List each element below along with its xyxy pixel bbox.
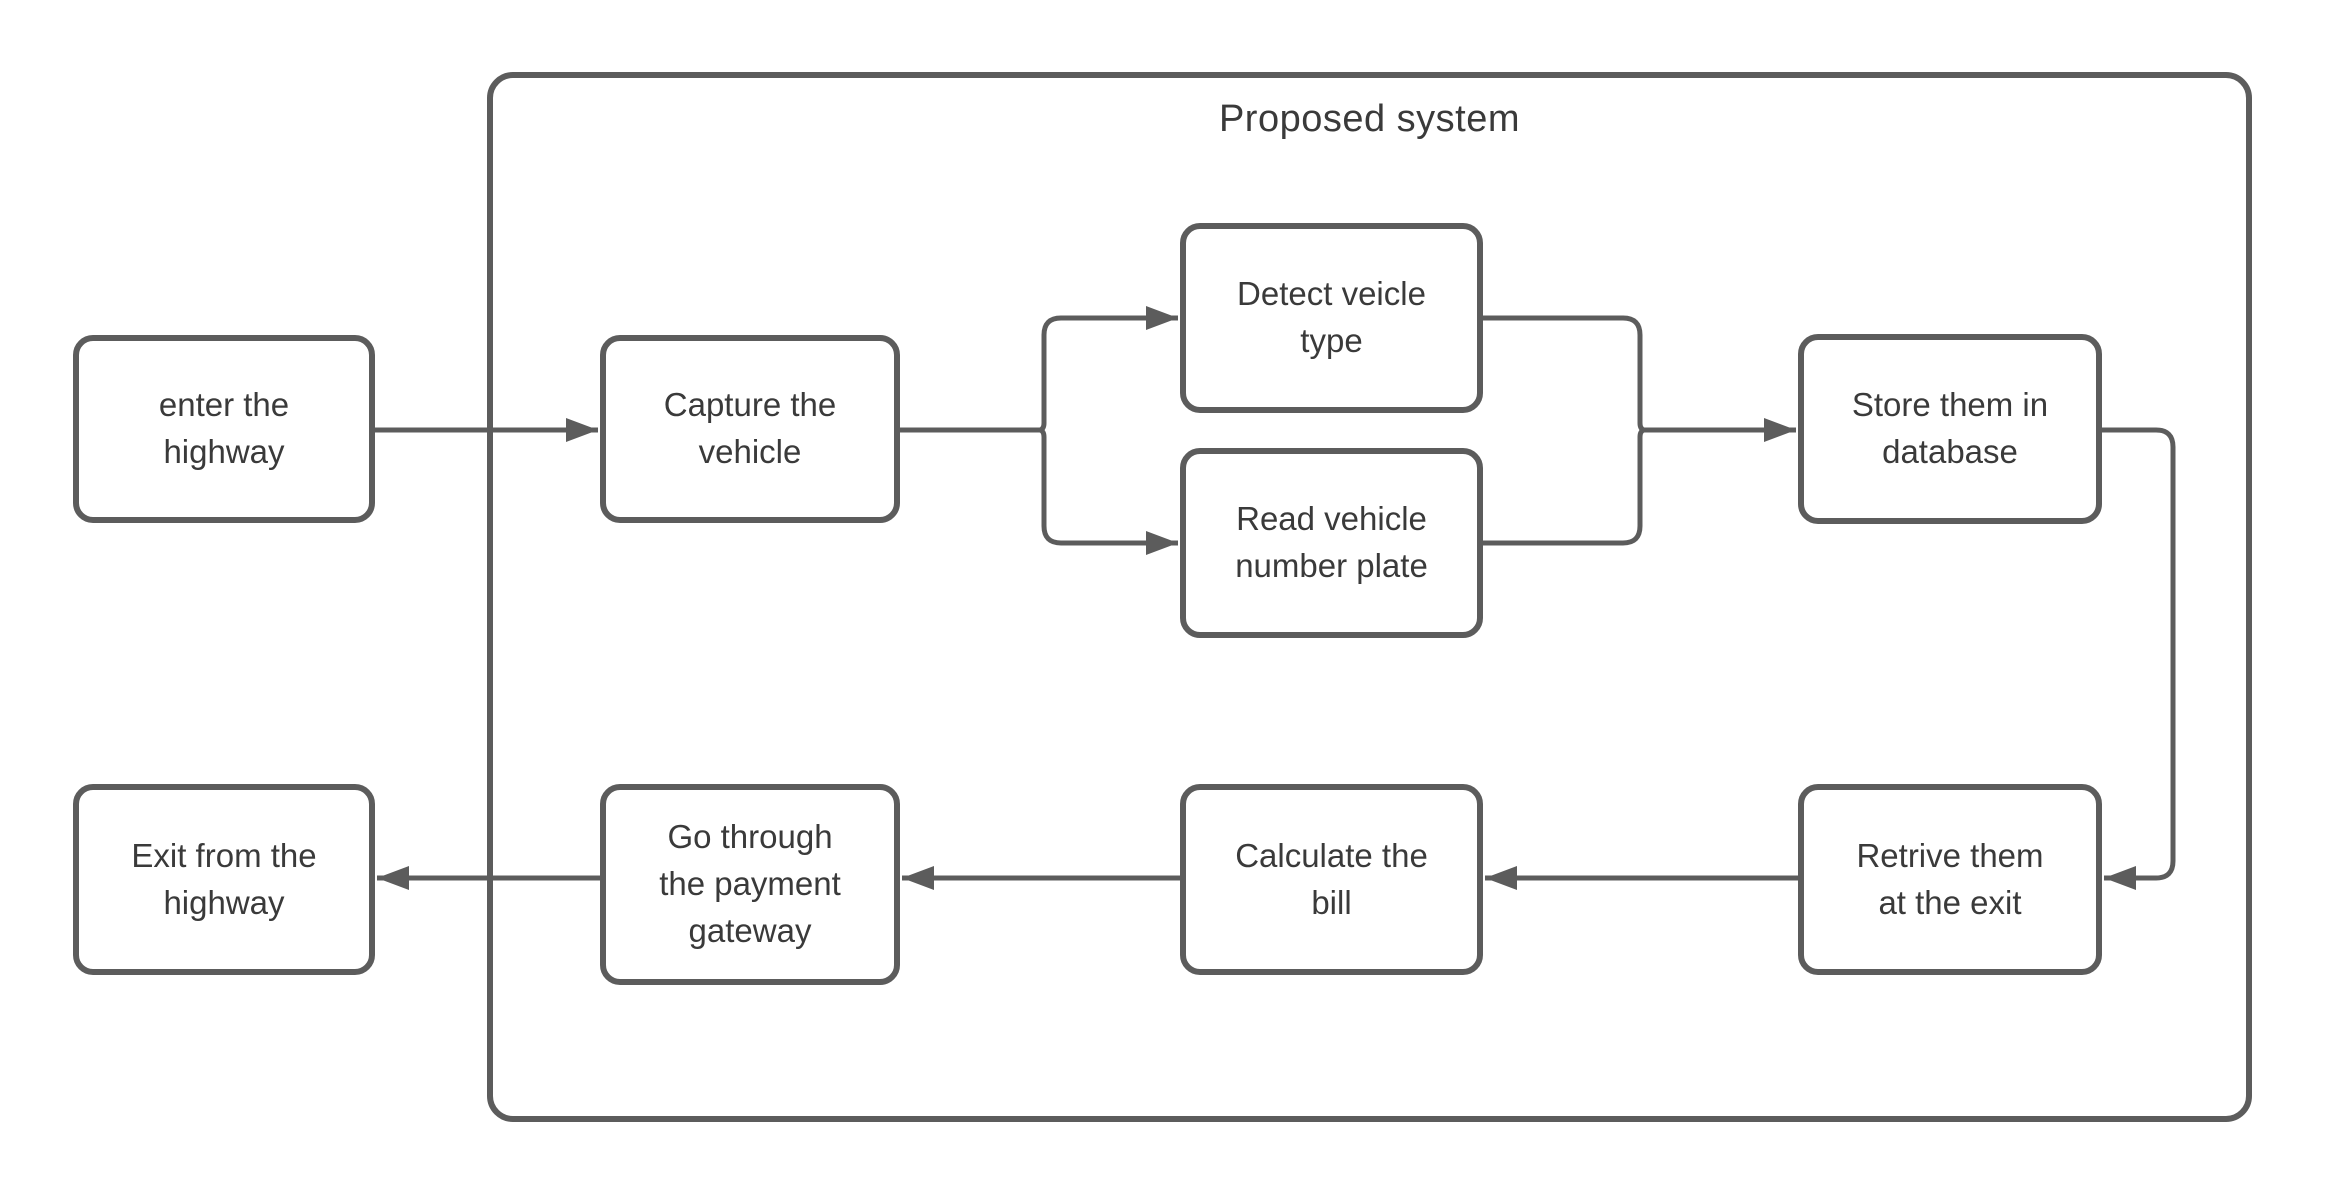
node-detect-vehicle-type: Detect veicle type	[1180, 223, 1483, 413]
node-exit-from-the-highway: Exit from the highway	[73, 784, 375, 975]
node-enter-the-highway: enter the highway	[73, 335, 375, 523]
node-capture-the-vehicle: Capture the vehicle	[600, 335, 900, 523]
node-store-them-in-database: Store them in database	[1798, 334, 2102, 524]
edge-detect-to-merge	[1483, 315, 1645, 433]
node-go-through-payment-gateway: Go through the payment gateway	[600, 784, 900, 985]
proposed-system-boundary: Proposed system	[487, 72, 2252, 1122]
node-read-vehicle-number-plate: Read vehicle number plate	[1180, 448, 1483, 638]
proposed-system-label: Proposed system	[1218, 98, 1521, 140]
node-retrieve-them-at-the-exit: Retrive them at the exit	[1798, 784, 2102, 975]
node-calculate-the-bill: Calculate the bill	[1180, 784, 1483, 975]
edge-read-to-merge	[1483, 427, 1645, 546]
edge-store-to-retrieve	[2102, 427, 2176, 890]
edge-split-to-read	[1039, 427, 1178, 555]
edge-split-to-detect	[1039, 306, 1178, 433]
